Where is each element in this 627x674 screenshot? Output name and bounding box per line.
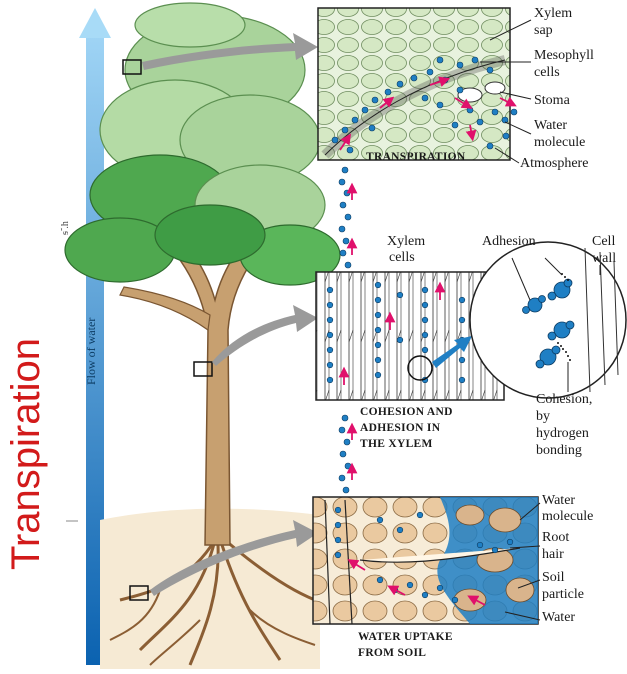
label-bonding: bonding <box>536 443 582 459</box>
caption-uptake-1: WATER UPTAKE <box>358 630 453 645</box>
label-cell: Cell <box>592 234 615 250</box>
label-atmosphere: Atmosphere <box>520 156 588 172</box>
label-xylem-cells-1: Xylem <box>387 234 425 250</box>
label-stoma: Stoma <box>534 93 570 109</box>
caption-transpiration: TRANSPIRATION <box>366 150 466 165</box>
label-particle: particle <box>542 587 584 603</box>
label-soil: Soil <box>542 570 565 586</box>
label-water-bottom: Water <box>542 610 575 626</box>
label-cohesion: Cohesion, <box>536 392 592 408</box>
caption-cohesion-1: COHESION AND <box>360 405 453 420</box>
caption-uptake-2: FROM SOIL <box>358 646 426 661</box>
label-adhesion: Adhesion <box>482 234 536 250</box>
panel-transpiration <box>318 8 512 160</box>
panel-soil <box>313 497 538 624</box>
label-root: Root <box>542 530 569 546</box>
label-by: by <box>536 409 550 425</box>
label-wall: wall <box>592 251 616 267</box>
label-hair: hair <box>542 547 564 563</box>
label-cells: cells <box>534 65 560 81</box>
label-hydrogen: hydrogen <box>536 426 589 442</box>
label-soil-molecule: molecule <box>542 509 593 525</box>
side-scribble: ᵴ̃ .h <box>60 221 71 235</box>
flow-of-water-label: Flow of water <box>84 318 99 385</box>
label-sap: sap <box>534 23 553 39</box>
label-xylem: Xylem <box>534 6 572 22</box>
page-title-container: Transpiration <box>0 240 44 640</box>
label-water: Water <box>534 118 567 134</box>
label-xylem-cells-2: cells <box>389 250 415 266</box>
label-mesophyll: Mesophyll <box>534 48 594 64</box>
label-molecule: molecule <box>534 135 585 151</box>
caption-cohesion-2: ADHESION IN <box>360 421 440 436</box>
page-title: Transpiration <box>4 338 49 570</box>
caption-cohesion-3: THE XYLEM <box>360 437 433 452</box>
label-soil-water: Water <box>542 493 575 509</box>
